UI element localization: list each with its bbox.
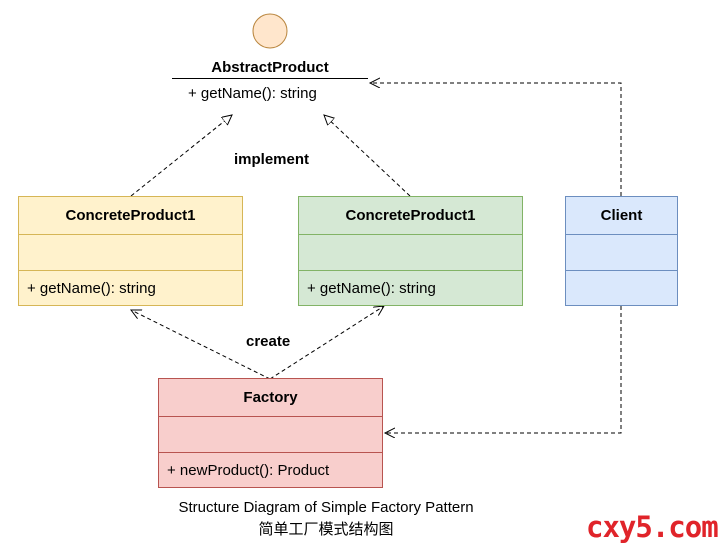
watermark-logo: cxy5.com	[586, 510, 718, 544]
concrete-product-right-attributes	[299, 234, 522, 270]
interface-divider	[172, 78, 368, 79]
implement-edge-right	[324, 115, 411, 197]
implement-edge-left	[130, 115, 232, 197]
interface-circle-icon	[252, 13, 288, 49]
create-label: create	[246, 333, 291, 350]
concrete-product-left-name: ConcreteProduct1	[65, 207, 196, 224]
concrete-product-left-attributes	[19, 234, 242, 270]
client-to-product-edge	[370, 83, 622, 196]
caption-chinese: 简单工厂模式结构图	[258, 521, 394, 538]
client-class[interactable]: Client	[565, 196, 678, 306]
factory-attributes	[159, 416, 382, 452]
diagram-edges	[0, 13, 622, 549]
concrete-product-left-method: + getName(): string	[19, 270, 242, 305]
factory-method: + newProduct(): Product	[159, 452, 382, 487]
concrete-product-right-name: ConcreteProduct1	[345, 207, 476, 224]
factory-name: Factory	[243, 389, 298, 406]
interface-method: + getName(): string	[188, 85, 317, 102]
client-to-factory-edge	[385, 306, 622, 433]
concrete-product-left[interactable]: ConcreteProduct1 + getName(): string	[18, 196, 243, 306]
client-name: Client	[600, 207, 643, 224]
concrete-product-right-method: + getName(): string	[299, 270, 522, 305]
interface-name: AbstractProduct	[211, 59, 329, 76]
client-attributes	[566, 234, 677, 270]
client-methods	[566, 270, 677, 305]
implement-label: implement	[234, 151, 310, 168]
create-edge-right	[269, 306, 384, 380]
caption-english: Structure Diagram of Simple Factory Patt…	[178, 499, 474, 516]
create-edge-left	[131, 310, 271, 380]
factory-class[interactable]: Factory + newProduct(): Product	[158, 378, 383, 488]
concrete-product-right[interactable]: ConcreteProduct1 + getName(): string	[298, 196, 523, 306]
